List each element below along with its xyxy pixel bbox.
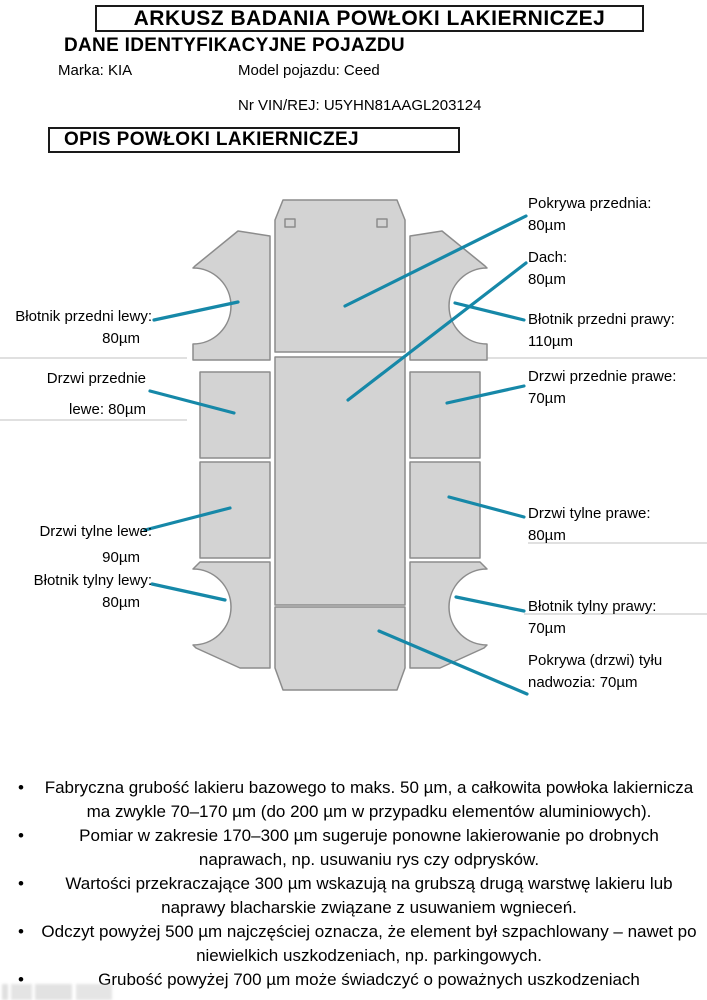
label-front-left-door-value: lewe: 80µm: [68, 401, 146, 418]
note-text: Grubość powyżej 700 µm może świadczyć o …: [98, 970, 640, 989]
form-rule-lines: [0, 357, 707, 615]
label-roof-value: 80µm: [528, 271, 566, 288]
leader-rear-right-door: [447, 495, 526, 519]
car-body-diagram: Pokrywa przednia: 80µm Dach: 80µm Błotni…: [0, 185, 707, 765]
panel-front-hood: [274, 199, 406, 353]
leader-roof: [346, 261, 528, 402]
note-item: • Wartości przekraczające 300 µm wskazuj…: [6, 872, 702, 919]
document-title-box: ARKUSZ BADANIA POWŁOKI LAKIERNICZEJ: [95, 5, 644, 32]
leader-front-left-door: [148, 389, 236, 415]
leader-front-left-fender: [152, 300, 240, 322]
leader-rear-left-fender: [150, 582, 227, 602]
note-item: • Pomiar w zakresie 170–300 µm sugeruje …: [6, 824, 702, 871]
panel-rear-hatch: [274, 606, 406, 691]
paint-thickness-notes: • Fabryczna grubość lakieru bazowego to …: [6, 776, 702, 993]
hood-notch-right: [376, 218, 388, 228]
label-rear-right-fender: Błotnik tylny prawy: 70µm: [528, 596, 656, 640]
label-front-hood-name: Pokrywa przednia:: [528, 195, 652, 212]
panel-front-right-fender: [409, 230, 488, 361]
label-rear-left-door-value: 90µm: [102, 549, 140, 566]
leader-front-right-fender: [453, 301, 526, 322]
label-front-right-fender-name: Błotnik przedni prawy:: [528, 311, 675, 328]
label-roof-name: Dach:: [528, 249, 568, 266]
watermark: [2, 984, 130, 1000]
label-front-hood: Pokrywa przednia: 80µm: [528, 193, 651, 237]
section-vehicle-data-heading: DANE IDENTYFIKACYJNE POJAZDU: [64, 35, 405, 56]
leader-rear-hatch: [377, 629, 529, 696]
label-front-right-door: Drzwi przednie prawe: 70µm: [528, 366, 676, 410]
note-text: Fabryczna grubość lakieru bazowego to ma…: [44, 778, 694, 821]
hood-notch-left: [284, 218, 296, 228]
panel-front-left-door: [199, 371, 271, 459]
panel-front-right-door: [409, 371, 481, 459]
note-item: • Grubość powyżej 700 µm może świadczyć …: [6, 968, 702, 992]
bullet-icon: •: [18, 922, 24, 941]
label-rear-left-fender: Błotnik tylny lewy: 80µm: [0, 570, 152, 614]
label-rear-left-door: Drzwi tylne lewe: 90µm: [0, 521, 152, 569]
label-rear-right-fender-name: Błotnik tylny prawy:: [528, 598, 657, 615]
label-rear-right-door-name: Drzwi tylne prawe:: [528, 505, 651, 522]
note-text: Wartości przekraczające 300 µm wskazują …: [65, 874, 673, 917]
note-item: • Fabryczna grubość lakieru bazowego to …: [6, 776, 702, 823]
label-rear-hatch-value: nadwozia: 70µm: [528, 674, 638, 691]
panel-front-left-fender: [192, 230, 271, 361]
note-text: Odczyt powyżej 500 µm najczęściej oznacz…: [41, 922, 697, 965]
model-field: Model pojazdu: Ceed: [238, 62, 380, 79]
leader-front-right-door: [445, 384, 526, 405]
label-front-right-fender-value: 110µm: [528, 333, 574, 350]
panel-rear-right-fender: [409, 561, 488, 669]
panel-roof: [274, 356, 406, 606]
label-roof: Dach: 80µm: [528, 247, 567, 291]
label-rear-left-fender-name: Błotnik tylny lewy:: [33, 572, 152, 589]
panel-rear-left-door: [199, 461, 271, 559]
bullet-icon: •: [18, 778, 24, 797]
leader-rear-right-fender: [454, 595, 526, 613]
label-front-left-door-name: Drzwi przednie: [46, 370, 146, 387]
note-item: • Odczyt powyżej 500 µm najczęściej ozna…: [6, 920, 702, 967]
panel-rear-right-door: [409, 461, 481, 559]
bullet-icon: •: [18, 970, 24, 989]
label-rear-right-door: Drzwi tylne prawe: 80µm: [528, 503, 651, 547]
note-text: Pomiar w zakresie 170–300 µm sugeruje po…: [79, 826, 659, 869]
label-rear-hatch: Pokrywa (drzwi) tyłu nadwozia: 70µm: [528, 650, 662, 694]
brand-field: Marka: KIA: [58, 62, 133, 79]
leader-front-hood: [343, 214, 528, 308]
document-title: ARKUSZ BADANIA POWŁOKI LAKIERNICZEJ: [133, 6, 606, 30]
label-front-right-door-value: 70µm: [528, 390, 566, 407]
label-rear-hatch-name: Pokrywa (drzwi) tyłu: [528, 652, 663, 669]
label-front-left-fender-value: 80µm: [102, 330, 140, 347]
label-rear-left-door-name: Drzwi tylne lewe:: [39, 523, 152, 540]
bullet-icon: •: [18, 874, 24, 893]
label-front-right-door-name: Drzwi przednie prawe:: [528, 368, 677, 385]
car-diagram-svg: [0, 199, 707, 696]
label-front-left-fender: Błotnik przedni lewy: 80µm: [0, 306, 152, 350]
section-coating-heading: OPIS POWŁOKI LAKIERNICZEJ: [64, 129, 360, 150]
section-coating-box: OPIS POWŁOKI LAKIERNICZEJ: [48, 127, 460, 153]
panel-rear-left-fender: [192, 561, 271, 669]
bullet-icon: •: [18, 826, 24, 845]
vin-field: Nr VIN/REJ: U5YHN81AAGL203124: [238, 97, 482, 114]
label-front-right-fender: Błotnik przedni prawy: 110µm: [528, 309, 675, 353]
label-front-left-fender-name: Błotnik przedni lewy:: [15, 308, 152, 325]
label-rear-right-door-value: 80µm: [528, 527, 566, 544]
label-front-left-door: Drzwi przednie lewe: 80µm: [0, 368, 152, 421]
label-rear-right-fender-value: 70µm: [528, 620, 566, 637]
label-rear-left-fender-value: 80µm: [102, 594, 140, 611]
label-front-hood-value: 80µm: [528, 217, 566, 234]
leader-rear-left-door: [143, 506, 232, 532]
